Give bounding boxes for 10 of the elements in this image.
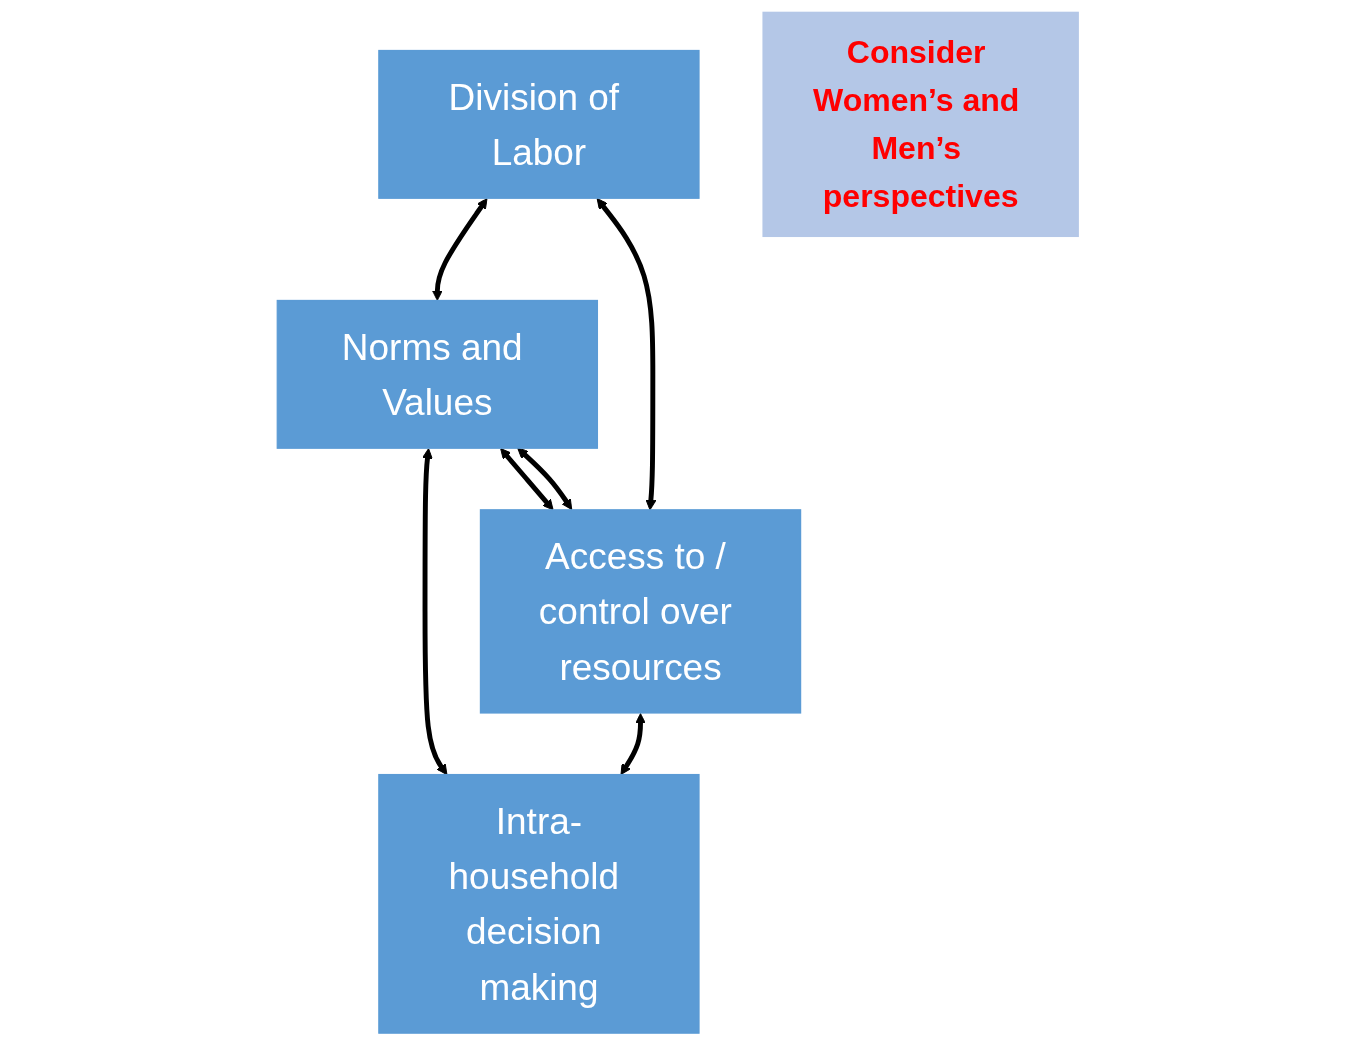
- arrow: [500, 448, 554, 511]
- node-box: Intra-household decision making: [378, 773, 700, 1034]
- node-box: Division of Labor: [378, 49, 700, 199]
- node-box: Norms and Values: [276, 299, 599, 449]
- arrow: [620, 713, 646, 776]
- node-box: Access to / control over resources: [479, 509, 802, 714]
- arrow: [422, 448, 448, 776]
- arrow: [596, 198, 657, 511]
- arrow: [431, 198, 488, 301]
- arrow: [517, 447, 573, 510]
